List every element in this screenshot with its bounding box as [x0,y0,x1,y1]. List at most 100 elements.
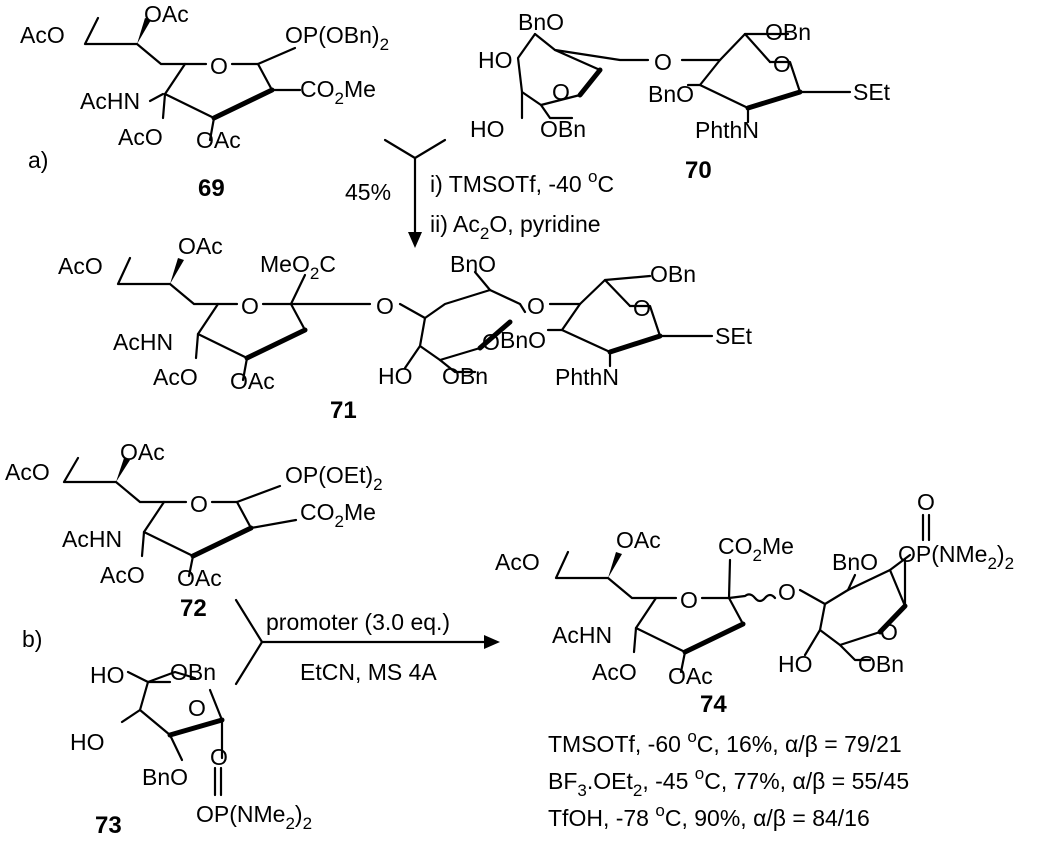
compound-74-co2me: CO [718,533,753,559]
compound-74-p-o: O [917,489,935,515]
reaction-b-above: promoter (3.0 eq.) [266,609,450,635]
svg-text:BnO: BnO [142,764,188,790]
compound-74-co2me-end: Me [762,533,794,559]
compound-72-aco-top: AcO [5,459,50,485]
svg-text:OBn: OBn [650,261,696,287]
result-row: TfOH, -78 oC, 90%, α/β = 84/16 [548,801,870,831]
svg-text:AcHN: AcHN [80,88,140,114]
svg-text:OAc: OAc [668,663,713,689]
svg-text:SEt: SEt [715,323,753,349]
compound-74-link-o: O [778,579,796,605]
compound-71-link-o2: O [527,293,545,319]
compound-71-aco: AcO [153,364,198,390]
svg-text:OAc: OAc [616,527,661,553]
svg-text:O: O [917,489,935,515]
svg-text:HO: HO [378,363,413,389]
svg-text:SEt: SEt [853,79,891,105]
svg-text:OAc: OAc [177,565,222,591]
compound-72-op: OP(OEt) [285,462,373,488]
svg-text:HO: HO [70,729,105,755]
svg-text:PhthN: PhthN [555,364,619,390]
svg-text:AcO: AcO [58,253,103,279]
compound-74-ho: HO [778,651,813,677]
compound-74-number: 74 [700,691,727,718]
compound-74-op-sub2: 2 [1005,554,1014,573]
compound-74-oac-top: OAc [616,527,661,553]
compound-69-aco: AcO [118,124,163,150]
compound-70-bonds [516,32,852,124]
compound-71: AcO OAc MeO2C O AcHN AcO OAc O BnO O HO … [58,233,753,424]
compound-70-ring-o1: O [552,79,570,105]
compound-74-bno: BnO [832,549,878,575]
compound-74-ring-o1: O [680,587,698,613]
compound-73-ho-mid: HO [70,729,105,755]
compound-74-ring-o2: O [880,619,898,645]
reaction-a-arrow [383,138,447,248]
svg-text:AcO: AcO [153,364,198,390]
compound-70-bno-mid: BnO [648,81,694,107]
reaction-b-arrow [234,598,500,686]
svg-text:AcHN: AcHN [62,526,122,552]
compound-70-set: SEt [853,79,891,105]
compound-69-ring-o: O [210,53,228,79]
compound-73-op: OP(NMe [196,801,285,827]
svg-text:OAc: OAc [230,368,275,394]
svg-text:OBn: OBn [858,651,904,677]
compound-71-link-o1: O [376,293,394,319]
compound-72-co2me: CO [300,499,335,525]
compound-72-number: 72 [180,595,207,622]
svg-text:BnO: BnO [518,9,564,35]
svg-text:AcO: AcO [100,562,145,588]
svg-text:AcO: AcO [118,124,163,150]
svg-text:HO: HO [478,47,513,73]
compound-71-ho: HO [378,363,413,389]
svg-text:OAc: OAc [120,439,165,465]
compound-74-achn: AcHN [552,622,612,648]
reaction-a-step1: i) TMSOTf, -40 [430,171,588,197]
svg-text:OP(NMe2)2: OP(NMe2)2 [196,801,312,833]
compound-71-bonds [116,256,714,382]
compound-71-phthn: PhthN [555,364,619,390]
svg-text:BnO: BnO [450,251,496,277]
compound-69-oac-top: OAc [144,1,189,27]
compound-70-obn-bot: OBn [540,116,586,142]
svg-text:O: O [552,79,570,105]
svg-text:OAc: OAc [178,233,223,259]
compound-74-op-end: ) [997,541,1005,567]
part-a-label: a) [28,147,48,173]
compound-72-achn: AcHN [62,526,122,552]
compound-69-co2me-sub: 2 [335,89,344,108]
compound-69-aco-top: AcO [20,22,65,48]
compound-73: HO OBn O HO BnO O OP(NMe2)2 73 [70,659,312,839]
compound-74-aco-top: AcO [495,549,540,575]
compound-72-op-sub: 2 [373,475,382,494]
svg-text:OAc: OAc [144,1,189,27]
svg-text:OBn: OBn [170,659,216,685]
compound-71-obn-top: OBn [650,261,696,287]
svg-text:AcO: AcO [495,549,540,575]
reaction-a-step1-end: C [598,171,615,197]
reaction-b-below: EtCN, MS 4A [300,659,437,685]
compound-74-obn: OBn [858,651,904,677]
compound-74-op: OP(NMe [898,541,987,567]
svg-text:BnO: BnO [832,549,878,575]
reaction-a-yield: 45% [345,179,391,205]
part-b-label: b) [22,626,42,652]
svg-text:O: O [680,587,698,613]
svg-text:OP(NMe2)2: OP(NMe2)2 [898,541,1014,573]
svg-text:OBn: OBn [442,363,488,389]
compound-72: AcO OAc OP(OEt)2 O CO2Me AcHN AcO OAc 72 [5,439,383,622]
compound-72-co2me-sub: 2 [335,512,344,531]
svg-text:OBn: OBn [540,116,586,142]
compound-74-aco: AcO [592,659,637,685]
compound-73-obn: OBn [170,659,216,685]
compound-71-ring-o2: O [482,329,500,355]
svg-text:CO2Me: CO2Me [300,76,376,108]
compound-71-oac: OAc [230,368,275,394]
compound-71-aco-top: AcO [58,253,103,279]
compound-71-set: SEt [715,323,753,349]
compound-71-meo2c-sub: 2 [310,264,319,283]
svg-text:O: O [527,293,545,319]
svg-text:O: O [210,53,228,79]
compound-69-achn: AcHN [80,88,140,114]
